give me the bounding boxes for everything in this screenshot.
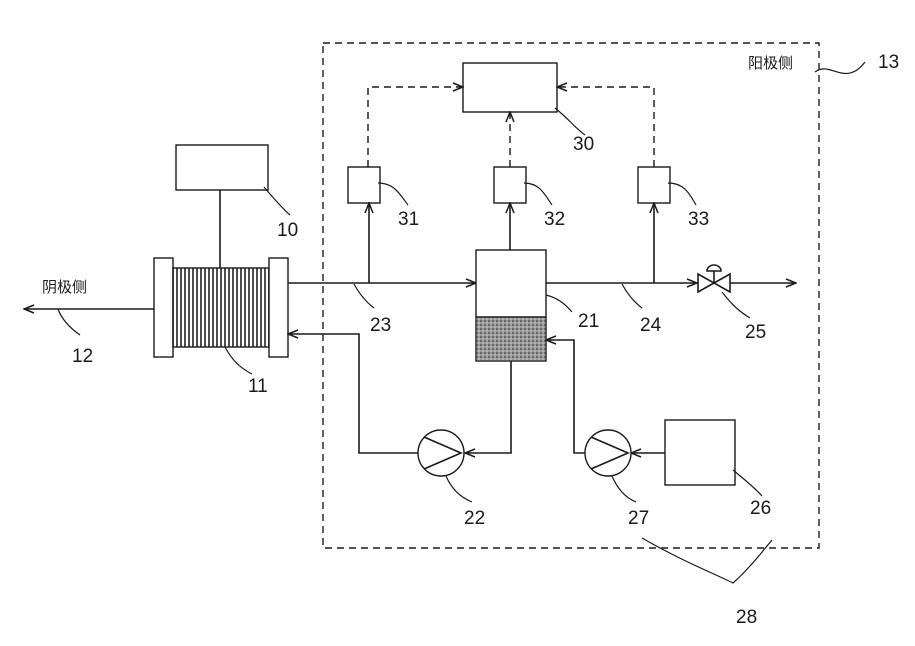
leader-30 bbox=[555, 108, 585, 135]
power-supply-10 bbox=[176, 145, 268, 190]
leader-24 bbox=[622, 284, 642, 308]
pump-27 bbox=[585, 430, 631, 476]
makeup-tank-26 bbox=[665, 420, 735, 485]
leader-22 bbox=[446, 476, 472, 502]
leader-27 bbox=[612, 476, 636, 502]
leader-28 bbox=[642, 538, 772, 583]
ref-23: 23 bbox=[370, 315, 391, 336]
controller-30 bbox=[463, 63, 557, 112]
signal-line-33 bbox=[557, 87, 654, 167]
ref-31: 31 bbox=[398, 209, 419, 230]
separator-drain-line bbox=[465, 361, 511, 453]
ref-21: 21 bbox=[578, 311, 599, 332]
pump-22 bbox=[418, 430, 464, 476]
ref-22: 22 bbox=[464, 508, 485, 529]
ref-25: 25 bbox=[745, 322, 766, 343]
leader-12 bbox=[58, 309, 80, 335]
leader-13 bbox=[815, 62, 865, 73]
anode-side-boundary bbox=[323, 43, 819, 548]
separator-liquid bbox=[477, 317, 546, 360]
ref-26: 26 bbox=[750, 498, 771, 519]
ref-32: 32 bbox=[544, 209, 565, 230]
sensor-31 bbox=[348, 167, 380, 203]
leader-33 bbox=[668, 183, 696, 205]
ref-33: 33 bbox=[688, 209, 709, 230]
leader-32 bbox=[524, 183, 552, 205]
ref-10: 10 bbox=[277, 220, 298, 241]
makeup-line-to-separator bbox=[546, 340, 585, 453]
stack-cells bbox=[173, 268, 269, 347]
leader-23 bbox=[354, 284, 374, 308]
anode-side-label: 阳极侧 bbox=[748, 54, 793, 72]
leader-26 bbox=[733, 470, 762, 496]
ref-13: 13 bbox=[878, 52, 899, 73]
ref-12: 12 bbox=[72, 346, 93, 367]
stack-end-plate-right bbox=[269, 258, 288, 357]
stack-end-plate-left bbox=[154, 258, 173, 357]
return-line-to-stack bbox=[288, 334, 418, 453]
leader-21 bbox=[546, 295, 572, 312]
leader-10 bbox=[264, 187, 290, 215]
ref-30: 30 bbox=[573, 134, 594, 155]
leader-31 bbox=[378, 183, 408, 205]
sensor-33 bbox=[638, 167, 670, 203]
ref-28: 28 bbox=[736, 607, 757, 628]
leader-25 bbox=[722, 292, 750, 318]
sensor-32 bbox=[494, 167, 526, 203]
valve-25 bbox=[698, 265, 730, 292]
cathode-side-label: 阴极侧 bbox=[42, 278, 87, 296]
signal-line-31 bbox=[368, 87, 463, 167]
leader-11 bbox=[225, 347, 252, 374]
ref-24: 24 bbox=[640, 315, 662, 336]
ref-11: 11 bbox=[248, 376, 268, 397]
ref-27: 27 bbox=[628, 508, 649, 529]
